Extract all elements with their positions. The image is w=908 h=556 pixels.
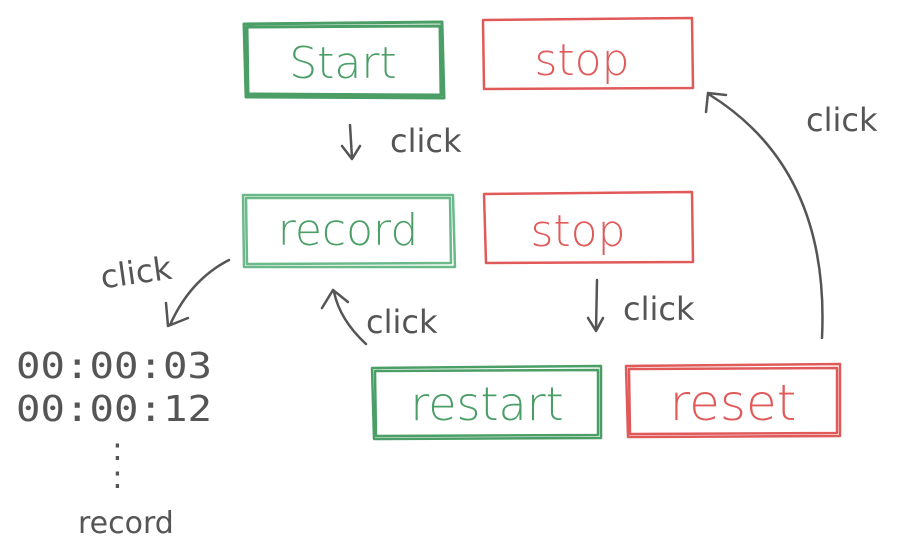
arrow-stop-to-restart	[586, 278, 605, 333]
recorded-time-2: 00:00:12	[16, 389, 212, 430]
arrow-record-to-times	[164, 258, 231, 328]
stop-box-middle: stop	[482, 190, 695, 265]
reset-box: reset	[624, 362, 842, 439]
click-label-restart-to-record: click	[366, 303, 438, 341]
click-label-reset-to-stop: click	[806, 101, 878, 139]
start-box: Start	[242, 20, 446, 100]
stop-box-top: stop	[481, 16, 695, 91]
record-box: record	[241, 193, 457, 269]
stop-label-middle: stop	[530, 206, 625, 257]
arrow-reset-to-stop	[704, 91, 824, 340]
restart-label: restart	[410, 377, 563, 431]
click-label-stop-to-restart: click	[623, 290, 695, 328]
start-label: Start	[289, 38, 397, 89]
restart-box: restart	[370, 364, 603, 441]
record-label: record	[278, 205, 419, 256]
arrow-start-to-record	[340, 123, 362, 161]
stop-label-top: stop	[534, 35, 629, 86]
arrow-restart-to-record	[320, 288, 368, 346]
click-label-record-to-times: click	[98, 249, 175, 297]
record-caption: record	[78, 506, 174, 541]
reset-label: reset	[670, 374, 797, 432]
ellipsis-2: :	[112, 458, 123, 496]
ellipsis-1: :	[112, 430, 123, 468]
click-label-start-to-record: click	[390, 122, 462, 160]
recorded-time-1: 00:00:03	[16, 346, 212, 387]
